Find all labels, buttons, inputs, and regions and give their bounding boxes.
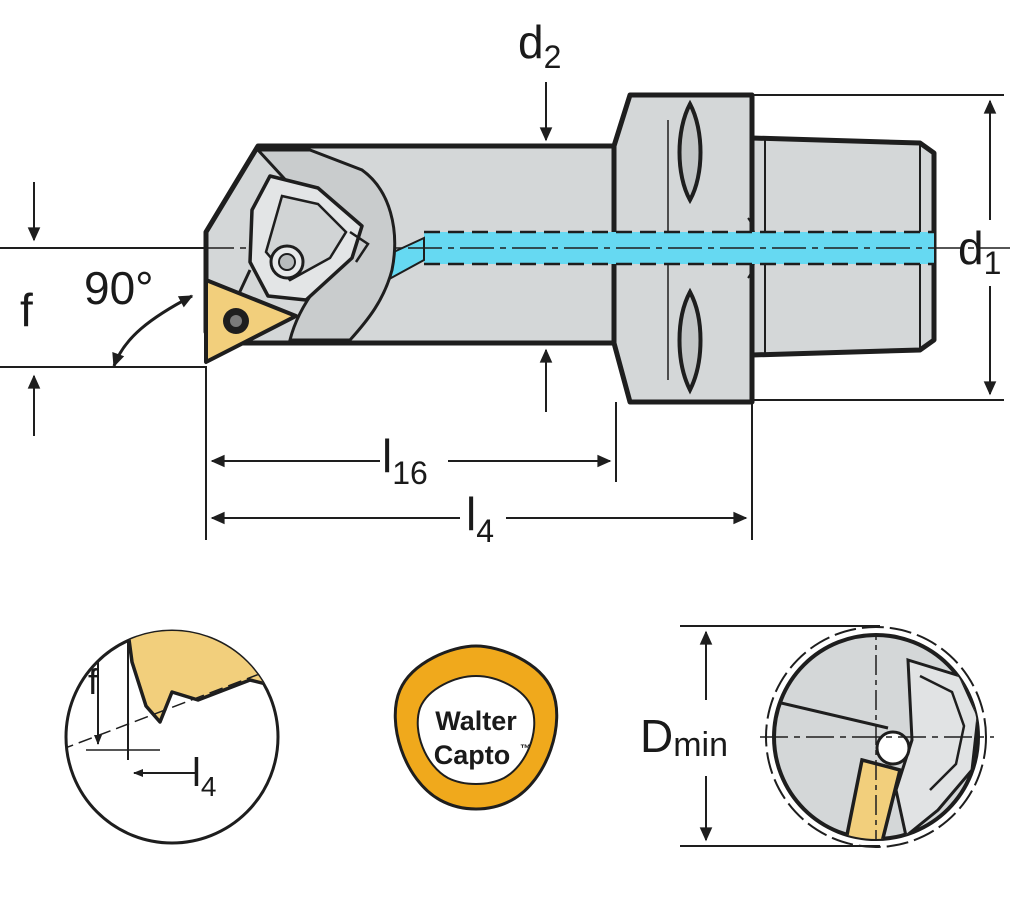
label-d1: d1 xyxy=(958,222,1001,281)
logo-line1: Walter xyxy=(435,706,517,736)
detail-label-l4: l4 xyxy=(192,751,216,802)
label-d2: d2 xyxy=(518,16,561,75)
collar-slot-top xyxy=(677,99,703,205)
collar-slot-bottom xyxy=(677,287,703,395)
walter-capto-logo: Walter Capto ™ xyxy=(393,644,559,811)
label-dmin: Dmin xyxy=(640,710,728,764)
end-view-dmin: Dmin xyxy=(640,625,994,848)
detail-label-f: f xyxy=(88,661,99,702)
label-angle: 90° xyxy=(84,262,154,314)
cutting-insert xyxy=(204,278,298,364)
dimension-lines xyxy=(0,82,1004,540)
label-f: f xyxy=(20,284,33,336)
tool-holder-side-view xyxy=(200,92,1010,405)
logo-trademark: ™ xyxy=(520,743,531,755)
detail-view-insert-tip: f l4 xyxy=(64,629,280,845)
logo-line2: Capto xyxy=(434,740,511,770)
label-l4: l4 xyxy=(466,488,494,549)
label-l16: l16 xyxy=(382,430,428,491)
